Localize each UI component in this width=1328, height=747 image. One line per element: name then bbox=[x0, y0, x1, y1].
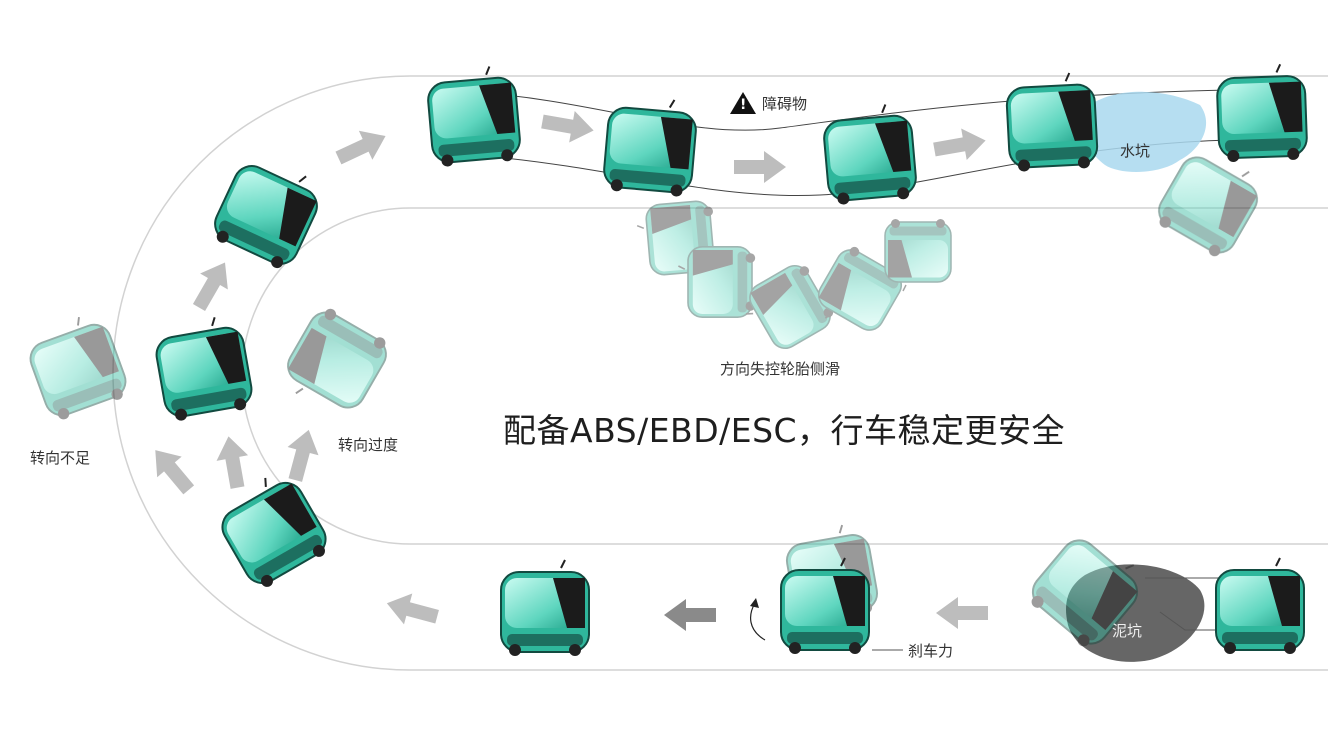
skid-ghost-cars bbox=[634, 199, 952, 360]
car-icon bbox=[601, 93, 700, 199]
car-icon bbox=[820, 101, 919, 207]
obstacle-label-group: 障碍物 bbox=[730, 92, 807, 114]
arrow-icon bbox=[936, 597, 988, 629]
rotation-arrow-head-icon bbox=[750, 598, 759, 608]
arrow-icon bbox=[382, 587, 442, 633]
car-icon bbox=[1004, 70, 1100, 174]
car-icon bbox=[1215, 62, 1309, 164]
arrow-icon bbox=[664, 599, 716, 631]
water-pit-shape bbox=[1082, 91, 1207, 172]
car-icon bbox=[1215, 557, 1305, 655]
headline: 配备ABS/EBD/ESC，行车稳定更安全 bbox=[503, 411, 1066, 450]
side-slip-label: 方向失控轮胎侧滑 bbox=[720, 360, 841, 378]
water-pit-label: 水坑 bbox=[1120, 142, 1151, 160]
understeer-label: 转向不足 bbox=[30, 449, 91, 467]
car-icon bbox=[424, 63, 523, 169]
leader-lines bbox=[872, 577, 1220, 651]
car-icon bbox=[884, 218, 952, 292]
arrow-icon bbox=[331, 121, 393, 173]
arrow-icon bbox=[185, 254, 239, 316]
car-icon bbox=[150, 312, 256, 424]
arrow-icon bbox=[279, 425, 325, 485]
car-icon bbox=[275, 301, 396, 425]
car-icon bbox=[500, 559, 590, 657]
oversteer-label: 转向过度 bbox=[338, 436, 399, 454]
arrow-icon bbox=[212, 433, 254, 491]
obstacle-label: 障碍物 bbox=[762, 94, 808, 113]
arrow-icon bbox=[143, 439, 201, 501]
arrow-icon bbox=[539, 105, 597, 147]
arrow-icon bbox=[931, 124, 989, 166]
mud-pit-label: 泥坑 bbox=[1112, 622, 1143, 640]
car-icon bbox=[677, 246, 757, 319]
car-icon bbox=[208, 464, 336, 595]
arrow-icon bbox=[734, 151, 786, 183]
car-icon bbox=[206, 148, 329, 275]
rotation-arrow-icon bbox=[750, 602, 766, 641]
car-icon bbox=[780, 557, 870, 655]
brake-force-label: 刹车力 bbox=[908, 642, 954, 660]
warning-triangle-icon bbox=[730, 92, 756, 114]
